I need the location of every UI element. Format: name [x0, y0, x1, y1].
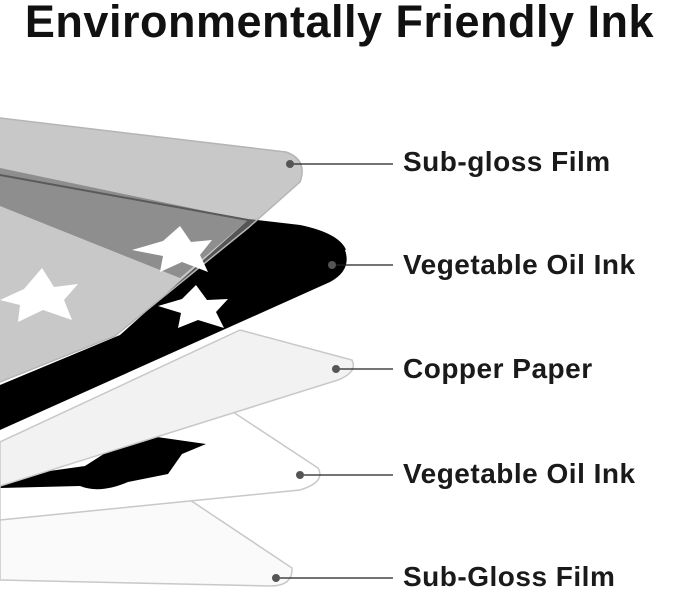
layer-label-vegetable-oil-ink: Vegetable Oil Ink: [403, 249, 636, 280]
layer-label-sub-gloss-film: Sub-gloss Film: [403, 146, 611, 177]
copper-paper-sheet: [0, 329, 355, 488]
star-shape: [132, 226, 212, 272]
leader-dot-2: [328, 261, 336, 269]
layer-label-vegetable-oil-ink-lower: Vegetable Oil Ink: [403, 458, 636, 489]
leader-lines: [276, 163, 393, 579]
star-shape: [0, 268, 78, 322]
leader-dot-5: [272, 574, 280, 582]
leader-dot-3: [332, 365, 340, 373]
layer-label-sub-gloss-film-bottom: Sub-Gloss Film: [403, 561, 616, 592]
vegetable-oil-ink-top-edge: [0, 174, 346, 251]
leader-dot-1: [286, 160, 294, 168]
star-shape: [158, 285, 228, 328]
lower-ink-print: [0, 436, 206, 490]
layer-label-copper-paper: Copper Paper: [403, 353, 593, 384]
page-title: Environmentally Friendly Ink: [24, 0, 655, 47]
leader-dots: [272, 160, 340, 582]
sub-gloss-film-bottom-sheet: [0, 499, 293, 587]
leader-dot-4: [296, 471, 304, 479]
vegetable-oil-ink-black-sheet: [0, 220, 347, 430]
sub-gloss-film-top-outline: [0, 117, 303, 383]
